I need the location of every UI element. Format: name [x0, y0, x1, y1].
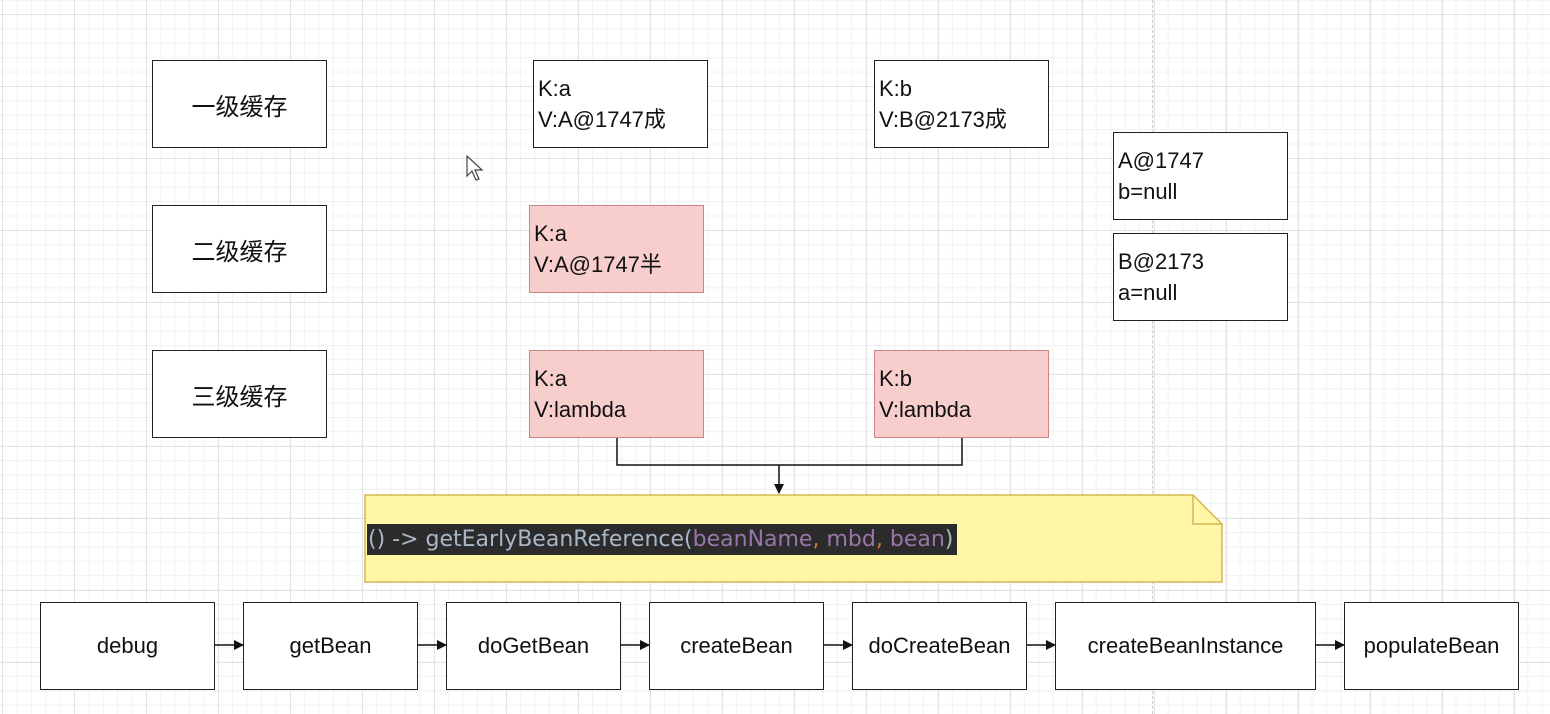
- flow-step-label: getBean: [289, 633, 372, 658]
- l3-entry-a-value: V:lambda: [534, 397, 627, 422]
- mouse-cursor-icon: [466, 155, 484, 181]
- l1-entry-b-value: V:B@2173成: [879, 107, 1007, 132]
- level2-cache-box[interactable]: 二级缓存: [152, 205, 327, 293]
- instance-a-field: b=null: [1118, 179, 1178, 204]
- flow-step-label: doCreateBean: [868, 633, 1011, 658]
- l2-entry-a-value: V:A@1747半: [534, 252, 662, 277]
- l3-entry-b-value: V:lambda: [879, 397, 972, 422]
- code-param-mbd: mbd: [826, 527, 876, 552]
- level3-cache-label: 三级缓存: [191, 383, 288, 411]
- flow-step-label: createBean: [680, 633, 793, 658]
- code-suffix: ): [944, 527, 954, 552]
- level1-cache-box[interactable]: 一级缓存: [152, 60, 327, 148]
- note-fold-corner: [1192, 495, 1222, 525]
- l3-entry-b[interactable]: K:b V:lambda: [874, 350, 1049, 438]
- l3-entry-a-key: K:a: [534, 366, 568, 391]
- flow-step-label: populateBean: [1363, 633, 1500, 658]
- instance-b-field: a=null: [1118, 280, 1178, 305]
- level2-cache-label: 二级缓存: [191, 238, 288, 266]
- instance-a-name: A@1747: [1118, 148, 1204, 173]
- l1-entry-b[interactable]: K:b V:B@2173成: [874, 60, 1049, 148]
- lambda-merge-connector: [616, 438, 963, 466]
- flow-step-createbean[interactable]: createBean: [649, 602, 824, 690]
- code-separator-2: ,: [875, 527, 890, 552]
- l3-entry-a[interactable]: K:a V:lambda: [529, 350, 704, 438]
- instance-a-box[interactable]: A@1747 b=null: [1113, 132, 1288, 220]
- flow-step-docreatebean[interactable]: doCreateBean: [852, 602, 1027, 690]
- flow-step-label: createBeanInstance: [1087, 633, 1284, 658]
- l1-entry-a-key: K:a: [538, 76, 572, 101]
- code-prefix: () -> getEarlyBeanReference(: [368, 527, 693, 552]
- flow-step-getbean[interactable]: getBean: [243, 602, 418, 690]
- vertical-guide-line: [1152, 0, 1153, 714]
- flow-step-label: doGetBean: [477, 633, 590, 658]
- code-separator-1: ,: [812, 527, 827, 552]
- instance-b-box[interactable]: B@2173 a=null: [1113, 233, 1288, 321]
- flow-step-debug[interactable]: debug: [40, 602, 215, 690]
- l1-entry-b-key: K:b: [879, 76, 913, 101]
- code-param-beanname: beanName: [692, 527, 813, 552]
- instance-b-name: B@2173: [1118, 249, 1204, 274]
- flow-step-createbeaninstance[interactable]: createBeanInstance: [1055, 602, 1316, 690]
- flow-step-label: debug: [96, 633, 159, 658]
- l2-entry-a-key: K:a: [534, 221, 568, 246]
- flow-step-populatebean[interactable]: populateBean: [1344, 602, 1519, 690]
- l2-entry-a[interactable]: K:a V:A@1747半: [529, 205, 704, 293]
- l1-entry-a-value: V:A@1747成: [538, 107, 666, 132]
- flow-step-dogetbean[interactable]: doGetBean: [446, 602, 621, 690]
- level3-cache-box[interactable]: 三级缓存: [152, 350, 327, 438]
- level1-cache-label: 一级缓存: [191, 93, 288, 121]
- code-param-bean: bean: [889, 527, 945, 552]
- l3-entry-b-key: K:b: [879, 366, 913, 391]
- lambda-code: () -> getEarlyBeanReference(beanName, mb…: [367, 524, 958, 555]
- l1-entry-a[interactable]: K:a V:A@1747成: [533, 60, 708, 148]
